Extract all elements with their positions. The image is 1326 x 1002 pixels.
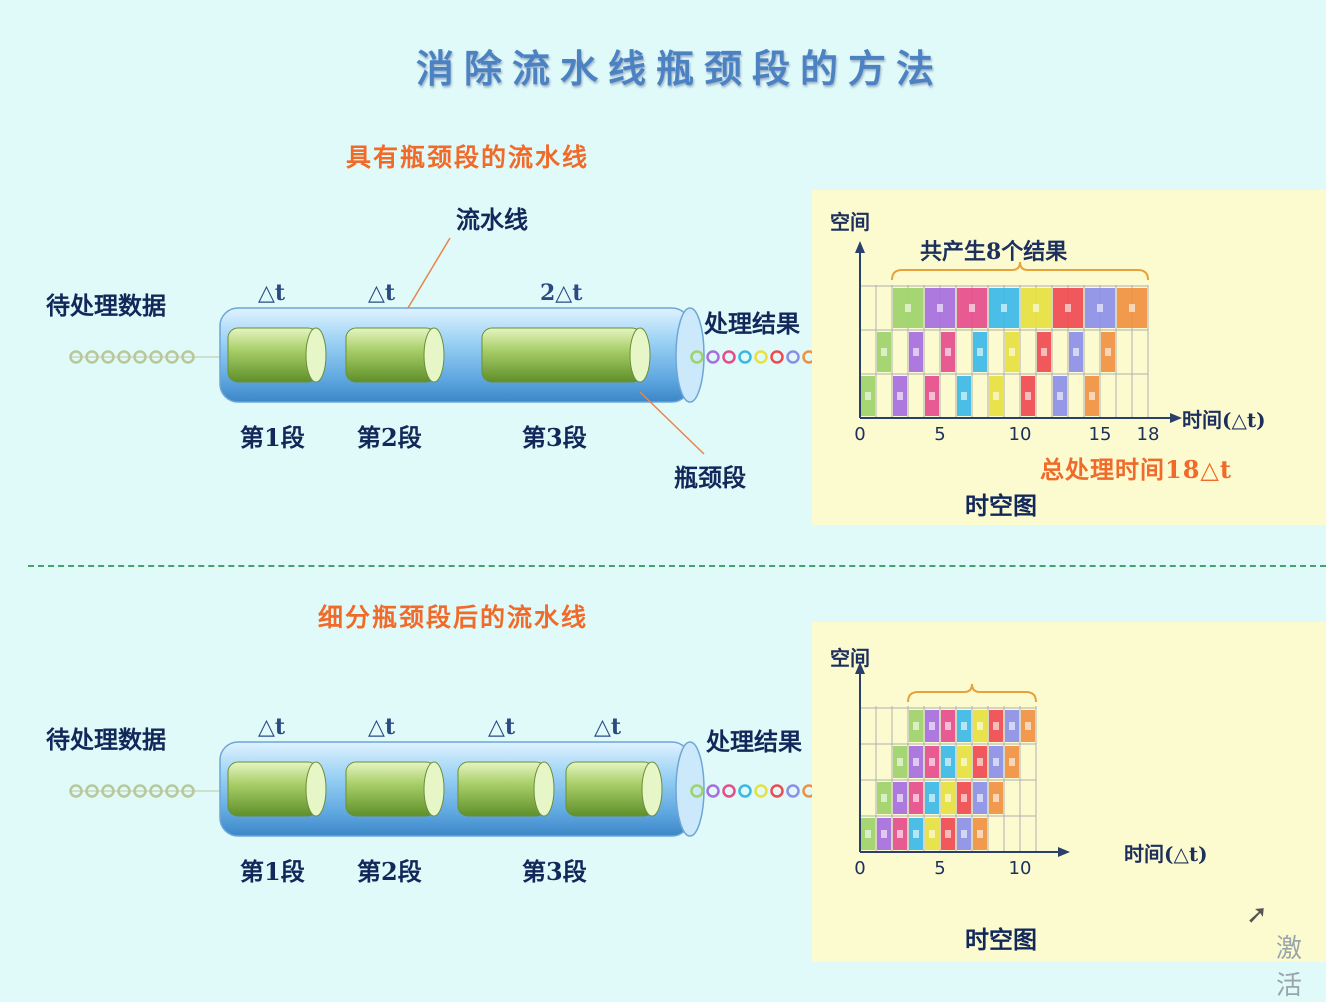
bottom-stage-cylinder-1 (227, 761, 327, 817)
bottom-subtitle: 细分瓶颈段后的流水线 (318, 603, 589, 632)
top-output-dot-4 (738, 350, 752, 364)
bottom-input-dot-2 (85, 784, 99, 798)
bottom-chart-x-tick-5: 5 (934, 858, 945, 879)
bottom-chart-result-brace (907, 683, 1037, 703)
bottom-input-dot-3 (101, 784, 115, 798)
top-chart-y-label: 空间 (830, 210, 870, 234)
bottom-pipeline-diagram (69, 741, 816, 837)
bottom-stage-time-3: △t (488, 714, 516, 740)
top-chart-x-tick-0: 0 (854, 424, 865, 445)
bottom-stage-time-1: △t (258, 714, 286, 740)
top-pipeline-label: 流水线 (456, 205, 528, 234)
bottom-stage-cylinder-4 (565, 761, 663, 817)
bottom-stage-label-1: 第1段 (240, 857, 305, 886)
top-chart-x-tick-10: 10 (1009, 424, 1032, 445)
bottom-input-dot-8 (181, 784, 195, 798)
bottom-input-dot-5 (133, 784, 147, 798)
top-input-dot-7 (165, 350, 179, 364)
top-stage-cylinder-3 (481, 327, 651, 383)
bottom-output-dot-7 (786, 784, 800, 798)
bottom-output-label: 处理结果 (706, 727, 802, 756)
top-subtitle: 具有瓶颈段的流水线 (346, 143, 590, 172)
bottom-stage-cylinder-2 (345, 761, 445, 817)
top-input-dot-8 (181, 350, 195, 364)
bottom-output-dot-4 (738, 784, 752, 798)
top-chart-x-tick-5: 5 (934, 424, 945, 445)
top-input-dot-4 (117, 350, 131, 364)
top-output-dots (690, 350, 816, 364)
bottom-chart-x-label: 时间(△t) (1124, 842, 1208, 866)
top-chart-x-tick-15: 15 (1089, 424, 1112, 445)
top-output-dot-5 (754, 350, 768, 364)
top-output-dot-3 (722, 350, 736, 364)
bottom-input-dot-7 (165, 784, 179, 798)
bottom-stage-time-4: △t (594, 714, 622, 740)
bottom-input-label: 待处理数据 (46, 725, 166, 754)
bottom-stage-label-2: 第2段 (357, 857, 422, 886)
top-input-dot-1 (69, 350, 83, 364)
bottom-chart-x-tick-0: 0 (854, 858, 865, 879)
bottom-chart-y-label: 空间 (830, 646, 870, 670)
top-pipeline-diagram (69, 237, 816, 455)
top-input-dot-5 (133, 350, 147, 364)
top-stage-cylinder-2 (345, 327, 445, 383)
top-chart-result-brace (891, 261, 1149, 281)
bottom-output-dot-5 (754, 784, 768, 798)
bottom-output-dot-3 (722, 784, 736, 798)
bottom-stage-time-2: △t (368, 714, 396, 740)
top-output-dot-6 (770, 350, 784, 364)
bottom-chart-x-tick-10: 10 (1009, 858, 1032, 879)
bottom-stage-cylinder-3 (457, 761, 555, 817)
top-pipeline-callout (407, 237, 451, 309)
top-stage-time-3: 2△t (540, 280, 583, 306)
bottom-output-dot-2 (706, 784, 720, 798)
top-output-label: 处理结果 (704, 309, 800, 338)
top-input-dot-3 (101, 350, 115, 364)
activation-watermark: 激活 (1276, 934, 1303, 1001)
top-stage-label-1: 第1段 (240, 423, 305, 452)
bottom-stage-label-3: 第3段 (522, 857, 587, 886)
bottom-input-dot-1 (69, 784, 83, 798)
bottom-space-time-chart: 0 5 10 (854, 662, 1070, 879)
top-chart-x-label: 时间(△t) (1182, 408, 1266, 432)
top-stage-time-1: △t (258, 280, 286, 306)
top-input-label: 待处理数据 (46, 291, 166, 320)
top-output-dot-1 (690, 350, 704, 364)
top-output-dot-7 (786, 350, 800, 364)
bottom-input-dot-4 (117, 784, 131, 798)
top-bottleneck-label: 瓶颈段 (674, 463, 746, 492)
top-bottleneck-callout (639, 391, 705, 455)
top-input-dot-6 (149, 350, 163, 364)
top-chart-total-time: 总处理时间18△t (1040, 455, 1232, 484)
bottom-output-dots (690, 784, 816, 798)
top-stage-label-2: 第2段 (357, 423, 422, 452)
top-chart-x-tick-18: 18 (1137, 424, 1160, 445)
bottom-input-dot-6 (149, 784, 163, 798)
bottom-chart-caption: 时空图 (965, 925, 1037, 954)
top-stage-label-3: 第3段 (522, 423, 587, 452)
page-title: 消除流水线瓶颈段的方法 (415, 46, 944, 91)
top-chart-brace-label: 共产生8个结果 (920, 239, 1068, 265)
bottom-output-dot-6 (770, 784, 784, 798)
top-input-dot-2 (85, 350, 99, 364)
top-stage-time-2: △t (368, 280, 396, 306)
top-space-time-chart: 0 5 10 15 18 (854, 241, 1182, 445)
top-chart-caption: 时空图 (965, 491, 1037, 520)
top-stage-cylinder-1 (227, 327, 327, 383)
section-divider (28, 565, 1326, 567)
top-output-dot-2 (706, 350, 720, 364)
mouse-cursor-icon: ➚ (1246, 900, 1268, 930)
bottom-output-dot-1 (690, 784, 704, 798)
